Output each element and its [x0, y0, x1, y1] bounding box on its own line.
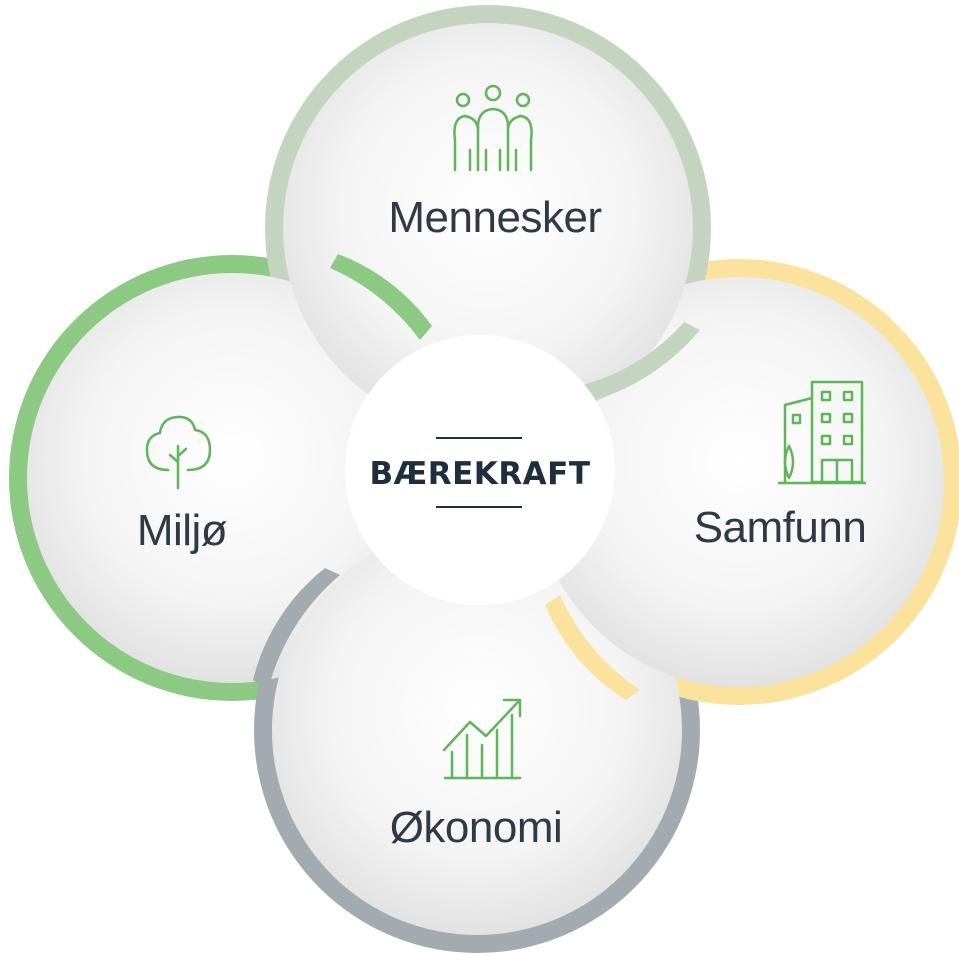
pillar-okonomi: Økonomi — [390, 698, 563, 852]
samfunn-label: Samfunn — [694, 503, 867, 552]
people-icon — [453, 84, 533, 172]
tree-icon — [145, 415, 212, 490]
okonomi-label: Økonomi — [390, 803, 563, 852]
buildings-icon — [778, 380, 866, 485]
overlap-tails — [253, 254, 700, 700]
outer-fills — [27, 23, 944, 935]
growth-chart-icon — [442, 698, 522, 780]
pillar-samfunn: Samfunn — [694, 380, 867, 552]
pillar-miljo: Miljø — [137, 415, 228, 555]
miljo-label: Miljø — [137, 506, 227, 555]
center-hub: BÆREKRAFT — [345, 335, 615, 605]
center-label: BÆREKRAFT — [369, 456, 590, 492]
mennesker-label: Mennesker — [388, 193, 601, 242]
pillar-mennesker: Mennesker — [388, 84, 602, 242]
